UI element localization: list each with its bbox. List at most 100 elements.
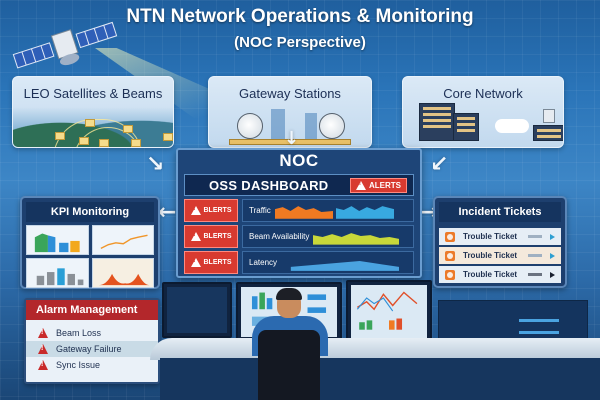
warning-icon: [38, 344, 48, 354]
ticket-label: Trouble Ticket: [463, 270, 518, 279]
kpi-chart-area-bar: [26, 225, 89, 255]
play-icon[interactable]: [550, 271, 555, 278]
ticket-icon: [445, 250, 455, 261]
oss-dashboard-header: OSS DASHBOARD ALERTS: [184, 174, 414, 196]
monitor-right: [346, 280, 432, 344]
alarm-item-gateway-failure[interactable]: Gateway Failure: [26, 341, 158, 357]
satellite-icon: [12, 21, 118, 69]
traffic-sparkline: [274, 203, 413, 219]
satellite-node-icon: [85, 119, 95, 127]
warning-icon: [190, 232, 201, 241]
ticket-item[interactable]: Trouble Ticket: [439, 266, 561, 283]
traffic-chart-orange: [274, 205, 333, 219]
ticket-item[interactable]: Trouble Ticket: [439, 247, 561, 264]
kpi-title: KPI Monitoring: [26, 202, 154, 222]
device-icon: [543, 109, 555, 123]
satellite-dish-icon: [237, 113, 263, 139]
title-line-2: (NOC Perspective): [234, 34, 366, 51]
satellite-node-icon: [55, 132, 65, 140]
alerts-label: ALERTS: [369, 180, 401, 190]
latency-chart: [290, 260, 400, 271]
leo-panel-title: LEO Satellites & Beams: [23, 86, 163, 101]
row-alert-label: BLERTS: [203, 233, 232, 240]
arrow-left-icon: ←: [158, 200, 177, 225]
satellite-node-icon: [131, 139, 141, 147]
server-rack-icon: [419, 103, 455, 141]
ticket-icon: [445, 269, 455, 280]
kpi-chart-bar: [26, 258, 89, 288]
row-alert-button[interactable]: BLERTS: [184, 225, 238, 248]
metric-label: Traffic: [249, 206, 271, 215]
play-icon[interactable]: [550, 233, 555, 240]
row-alert-button[interactable]: BLERTS: [184, 251, 238, 274]
alerts-button[interactable]: ALERTS: [350, 177, 407, 193]
beam-availability-chart: [313, 232, 400, 245]
alarm-title: Alarm Management: [26, 300, 158, 320]
noc-title: NOC: [279, 151, 319, 170]
kpi-chart-area: [91, 258, 154, 288]
alarm-label: Beam Loss: [56, 328, 102, 338]
metric-label: Latency: [249, 258, 278, 267]
metric-traffic[interactable]: Traffic: [242, 199, 414, 222]
noc-row-latency: BLERTS Latency: [184, 251, 414, 274]
building-shape: [271, 109, 285, 139]
ticket-icon: [445, 231, 455, 242]
ticket-label: Trouble Ticket: [463, 251, 518, 260]
operator-hair: [276, 288, 302, 300]
ticket-status-bar: [528, 254, 542, 257]
tickets-title: Incident Tickets: [439, 202, 561, 222]
title-line-1: NTN Network Operations & Monitoring: [126, 6, 474, 27]
desk-front: [160, 358, 600, 400]
metric-latency[interactable]: Latency: [242, 251, 414, 274]
satellite-node-icon: [79, 137, 89, 145]
row-alert-label: BLERTS: [203, 259, 232, 266]
play-icon[interactable]: [550, 252, 555, 259]
arrow-down-icon: ↓: [284, 128, 300, 149]
cloud-icon: [495, 119, 529, 133]
satellite-node-icon: [163, 133, 173, 141]
operator-chair: [258, 330, 320, 400]
alarm-management-panel: Alarm Management Beam Loss Gateway Failu…: [24, 298, 160, 384]
alarm-item-sync-issue[interactable]: Sync Issue: [26, 357, 158, 373]
gateway-stations-panel: Gateway Stations: [208, 76, 372, 148]
alarm-label: Gateway Failure: [56, 344, 122, 354]
gateway-platform: [229, 139, 351, 145]
oss-dashboard-title: OSS DASHBOARD: [209, 177, 329, 193]
incident-tickets-panel: Incident Tickets Trouble Ticket Trouble …: [433, 196, 567, 288]
leo-satellites-panel: LEO Satellites & Beams: [12, 76, 174, 148]
ticket-item[interactable]: Trouble Ticket: [439, 228, 561, 245]
monitor-left: [162, 282, 232, 338]
network-switch-icon: [533, 125, 563, 141]
noc-panel: NOC OSS DASHBOARD ALERTS BLERTS Traffic …: [176, 148, 422, 278]
arrow-left-down-icon: ↙: [430, 152, 449, 177]
arrow-right-down-icon: ↘: [146, 152, 165, 177]
noc-row-beam-availability: BLERTS Beam Availability: [184, 225, 414, 248]
ticket-label: Trouble Ticket: [463, 232, 518, 241]
operator-desk: [150, 338, 600, 360]
row-alert-label: BLERTS: [203, 207, 232, 214]
row-alert-button[interactable]: BLERTS: [184, 199, 238, 222]
kpi-monitoring-panel: KPI Monitoring: [20, 196, 160, 289]
ticket-status-bar: [528, 273, 542, 276]
latency-sparkline: [281, 255, 413, 271]
warning-icon: [190, 206, 201, 215]
warning-icon: [190, 258, 201, 267]
ticket-status-bar: [528, 235, 542, 238]
building-shape: [305, 113, 317, 139]
warning-icon: [38, 360, 48, 370]
kpi-chart-line: [91, 225, 154, 255]
core-network-panel: Core Network: [402, 76, 564, 148]
page-title: NTN Network Operations & Monitoring (NOC…: [0, 6, 600, 51]
beam-availability-sparkline: [313, 229, 413, 245]
alarm-item-beam-loss[interactable]: Beam Loss: [26, 325, 158, 341]
noc-row-traffic: BLERTS Traffic: [184, 199, 414, 222]
satellite-dish-icon: [319, 113, 345, 139]
alarm-label: Sync Issue: [56, 360, 101, 370]
server-rack-icon: [453, 113, 479, 141]
gateway-panel-title: Gateway Stations: [239, 86, 341, 101]
core-panel-title: Core Network: [443, 86, 523, 101]
metric-label: Beam Availability: [249, 232, 310, 241]
traffic-chart-blue: [335, 205, 394, 219]
metric-beam-availability[interactable]: Beam Availability: [242, 225, 414, 248]
warning-icon: [356, 180, 366, 190]
